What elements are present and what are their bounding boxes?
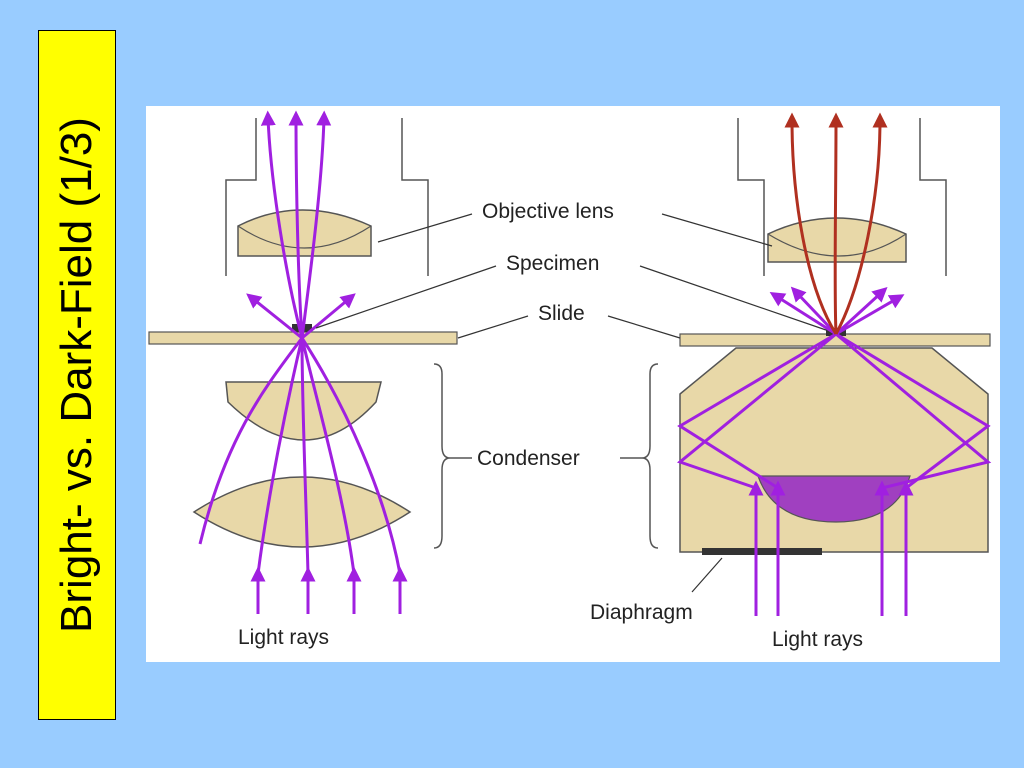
label-slide: Slide [538, 302, 585, 325]
dark-field-rays [676, 286, 992, 616]
slide-title: Bright- vs. Dark-Field (1/3) [52, 117, 101, 633]
label-condenser: Condenser [477, 447, 580, 470]
dark-field-diagram [641, 112, 992, 616]
label-light-rays-dark: Light rays [772, 628, 863, 651]
condenser-bracket-left [433, 363, 451, 549]
diagram-panel: Objective lens Specimen Slide Condenser … [146, 106, 1000, 662]
label-specimen: Specimen [506, 252, 599, 275]
bright-field-diagram [148, 110, 458, 614]
diaphragm-bar [702, 548, 822, 555]
objective-lens-bright [237, 209, 372, 257]
objective-housing-left-dark [737, 118, 765, 276]
microscopy-diagram: Objective lens Specimen Slide Condenser … [148, 110, 992, 651]
label-diaphragm: Diaphragm [590, 601, 693, 624]
scattered-rays [784, 112, 888, 335]
leader-lines [315, 213, 827, 593]
objective-housing-right [401, 118, 429, 276]
objective-housing-left [225, 118, 257, 276]
bright-field-rays [198, 110, 408, 614]
label-light-rays-bright: Light rays [238, 626, 329, 649]
objective-housing-right-dark [919, 118, 947, 276]
label-objective-lens: Objective lens [482, 200, 614, 223]
title-box: Bright- vs. Dark-Field (1/3) [38, 30, 116, 720]
condenser-bracket-right [641, 363, 659, 549]
